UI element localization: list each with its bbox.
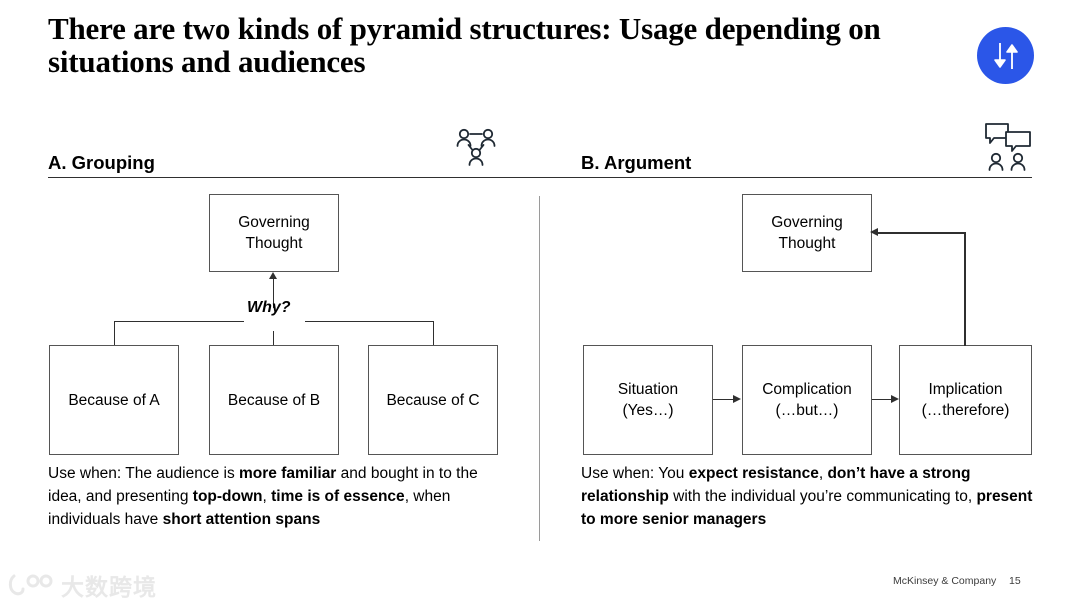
section-heading-argument: B. Argument <box>581 152 692 173</box>
box-label: Because of C <box>386 391 480 409</box>
box-governing-thought-a: Governing Thought <box>209 194 339 272</box>
caption-emphasis: top-down <box>192 488 263 505</box>
caption-grouping: Use when: The audience is more familiar … <box>48 462 500 531</box>
caption-text: , <box>818 465 828 482</box>
box-situation: Situation (Yes…) <box>583 345 713 455</box>
page-title: There are two kinds of pyramid structure… <box>48 11 881 79</box>
connector-implication-to-governing <box>877 232 966 234</box>
connector-complication-to-implication <box>872 399 893 401</box>
box-line-2: (…but…) <box>775 402 839 419</box>
watermark-text: 大数跨境 <box>61 574 157 600</box>
caption-emphasis: more familiar <box>239 465 337 482</box>
caption-text: Use when: The audience is <box>48 465 239 482</box>
panel-divider <box>539 196 540 541</box>
watermark: 大数跨境 <box>8 568 157 602</box>
connector-situation-to-complication <box>713 399 735 401</box>
title-block: There are two kinds of pyramid structure… <box>48 12 978 78</box>
footer-brand: McKinsey & Company <box>893 575 997 587</box>
box-because-of-b: Because of B <box>209 345 339 455</box>
people-network-icon <box>452 126 500 179</box>
connector-implication-up <box>964 232 966 346</box>
arrowhead-to-governing-b <box>870 228 878 236</box>
caption-emphasis: short attention spans <box>162 511 321 528</box>
box-line-2: (…therefore) <box>921 402 1010 419</box>
caption-emphasis: expect resistance <box>688 465 819 482</box>
box-complication: Complication (…but…) <box>742 345 872 455</box>
caption-text: , when individuals have <box>48 488 451 528</box>
box-because-of-a: Because of A <box>49 345 179 455</box>
box-line-1: Complication <box>762 381 852 398</box>
connector-horizontal-left <box>114 321 244 323</box>
box-line-1: Governing <box>771 214 843 231</box>
watermark-logo-icon <box>8 574 53 596</box>
caption-text: with the individual you’re communicating… <box>668 488 977 505</box>
connector-drop-right <box>433 321 435 346</box>
connector-label-why: Why? <box>247 299 291 316</box>
arrowhead-to-implication <box>891 395 899 403</box>
arrowhead-up-to-governing-a <box>269 272 277 279</box>
connector-horizontal-right <box>305 321 434 323</box>
connector-drop-middle <box>273 331 275 346</box>
caption-emphasis: present to more senior managers <box>581 488 1033 528</box>
box-because-of-c: Because of C <box>368 345 498 455</box>
page-number: 15 <box>1009 575 1021 587</box>
section-heading-grouping: A. Grouping <box>48 152 155 173</box>
up-down-arrows-badge <box>977 27 1034 84</box>
connector-why-up <box>273 279 275 308</box>
box-implication: Implication (…therefore) <box>899 345 1032 455</box>
box-line-1: Implication <box>928 381 1003 398</box>
caption-emphasis: don’t have a strong relationship <box>581 465 971 505</box>
arrowhead-to-complication <box>733 395 741 403</box>
box-line-1: Situation <box>617 381 679 398</box>
box-line-2: Thought <box>245 235 303 252</box>
box-line-2: (Yes…) <box>622 402 674 419</box>
header-divider-rule <box>48 177 1032 178</box>
caption-argument: Use when: You expect resistance, don’t h… <box>581 462 1033 531</box>
box-label: Because of A <box>68 391 160 409</box>
box-line-2: Thought <box>778 235 836 252</box>
box-label: Because of B <box>227 391 321 409</box>
box-governing-thought-b: Governing Thought <box>742 194 872 272</box>
caption-text: , <box>262 488 272 505</box>
speech-bubbles-people-icon <box>984 122 1034 179</box>
caption-emphasis: time is of essence <box>271 488 405 505</box>
connector-drop-left <box>114 321 116 346</box>
caption-text: Use when: You <box>581 465 689 482</box>
up-down-arrows-icon <box>993 42 1018 69</box>
box-line-1: Governing <box>238 214 310 231</box>
caption-text: and bought in to the idea, and presentin… <box>48 465 478 505</box>
